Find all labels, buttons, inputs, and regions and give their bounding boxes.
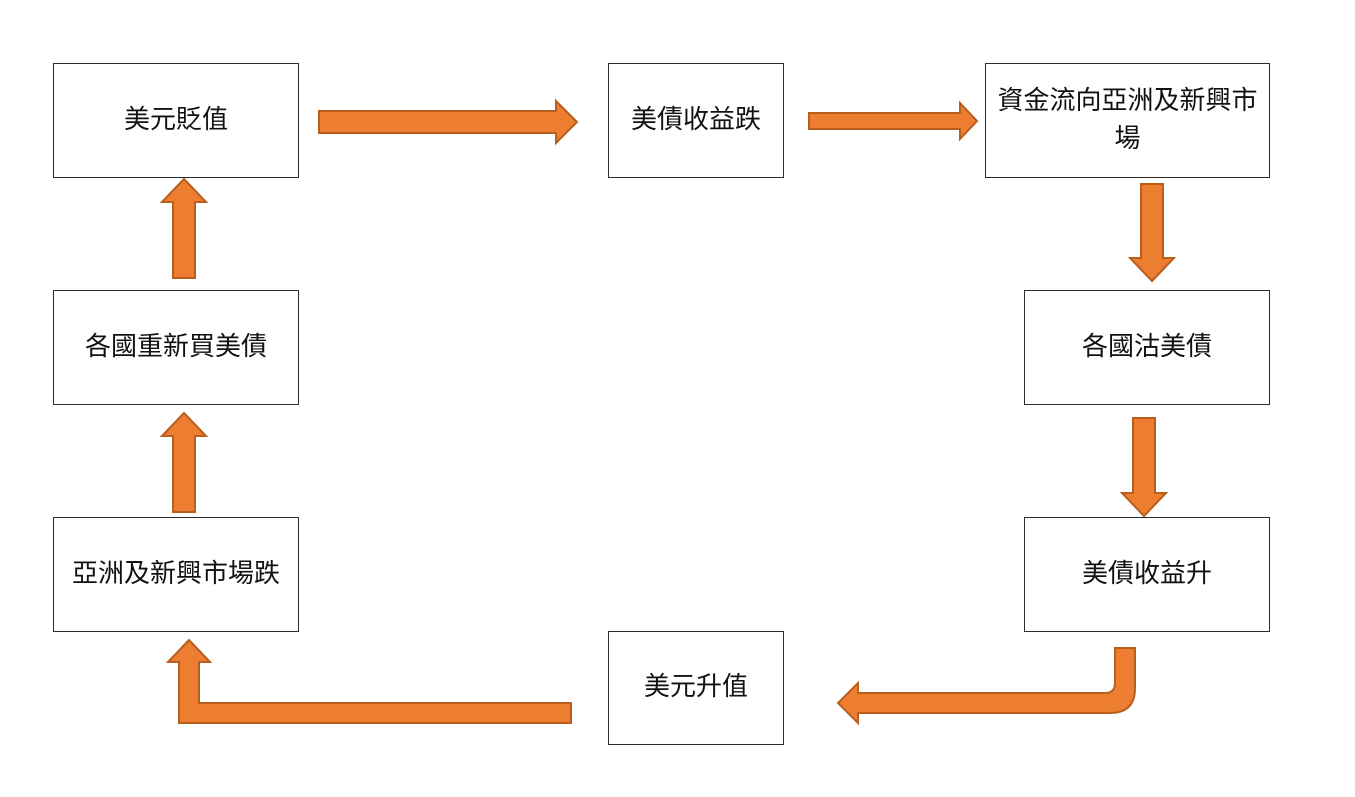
node-label: 美元貶值: [123, 104, 228, 135]
node-label: 資金流向亞洲及新興市場: [997, 85, 1258, 154]
node-label: 美債收益跌: [630, 104, 761, 135]
node-label: 美債收益升: [1081, 558, 1212, 589]
arrow-asia-em-fall-to-countries-rebuy-ust: [159, 411, 209, 513]
arrow-ust-yield-fall-to-capital-to-asia: [808, 100, 979, 142]
node-countries-rebuy-ust: 各國重新買美債: [53, 290, 299, 405]
node-asia-em-fall: 亞洲及新興市場跌: [53, 517, 299, 632]
arrow-usd-appreciation-to-asia-em-fall: [165, 638, 572, 724]
node-label: 美元升值: [643, 672, 748, 703]
arrow-countries-rebuy-ust-to-usd-depreciation: [159, 177, 209, 279]
node-label: 各國重新買美債: [84, 331, 267, 362]
node-ust-yield-fall: 美債收益跌: [608, 63, 784, 178]
arrow-usd-depreciation-to-ust-yield-fall: [318, 98, 579, 146]
node-label: 各國沽美債: [1081, 331, 1212, 362]
arrow-ust-yield-rise-to-usd-appreciation: [836, 647, 1136, 726]
node-capital-to-asia: 資金流向亞洲及新興市場: [985, 63, 1270, 178]
node-countries-sell-ust: 各國沽美債: [1024, 290, 1270, 405]
arrow-countries-sell-ust-to-ust-yield-rise: [1119, 417, 1169, 518]
node-ust-yield-rise: 美債收益升: [1024, 517, 1270, 632]
arrow-capital-to-asia-to-countries-sell-ust: [1127, 183, 1177, 283]
node-label: 亞洲及新興市場跌: [72, 558, 281, 589]
node-usd-appreciation: 美元升值: [608, 631, 784, 745]
node-usd-depreciation: 美元貶值: [53, 63, 299, 178]
